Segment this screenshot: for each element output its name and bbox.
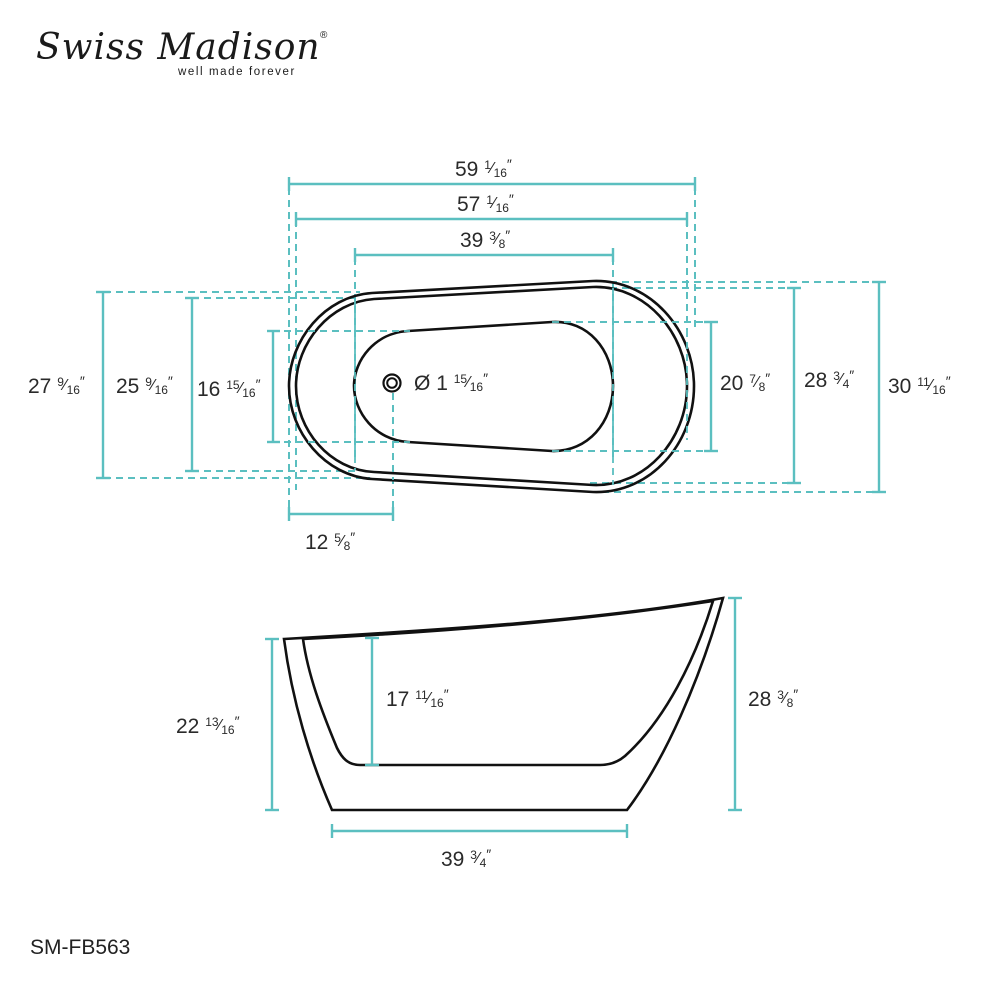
dim-right-outer-width: 30 11⁄16″: [888, 373, 951, 398]
dim-overall-length: 59 1⁄16″: [455, 156, 512, 181]
dim-rim-length: 57 1⁄16″: [457, 191, 514, 216]
dim-side-right-height: 28 3⁄8″: [748, 686, 798, 711]
side-view-dimensions: [265, 596, 742, 838]
dim-side-base-length: 39 3⁄4″: [441, 846, 491, 871]
dim-side-left-height: 22 13⁄16″: [176, 713, 240, 738]
model-number: SM-FB563: [30, 936, 131, 959]
top-view-length-dimensions: [287, 177, 697, 521]
dim-drain-offset: 12 5⁄8″: [305, 529, 355, 554]
dim-right-basin-width: 20 7⁄8″: [720, 370, 770, 395]
dim-left-rim-width: 25 9⁄16″: [116, 373, 173, 398]
brand-tagline: well made forever: [178, 66, 296, 78]
top-view-width-dimensions: [96, 280, 886, 494]
dim-side-interior-depth: 17 11⁄16″: [386, 686, 449, 711]
tub-side-view: [282, 596, 725, 812]
brand-name: Swiss Madison: [36, 27, 321, 68]
registered-mark: ®: [320, 30, 328, 41]
tub-top-view: [287, 279, 696, 494]
dim-drain-diameter: Ø 1 15⁄16″: [414, 370, 488, 395]
dim-right-rim-width: 28 3⁄4″: [804, 367, 854, 392]
top-view-overlay-lines: [296, 288, 690, 485]
brand-logo: Swiss Madison ® well made forever: [36, 28, 336, 88]
dim-left-outer-width: 27 9⁄16″: [28, 373, 85, 398]
dim-basin-length: 39 3⁄8″: [460, 227, 510, 252]
dim-left-basin-width: 16 15⁄16″: [197, 376, 261, 401]
